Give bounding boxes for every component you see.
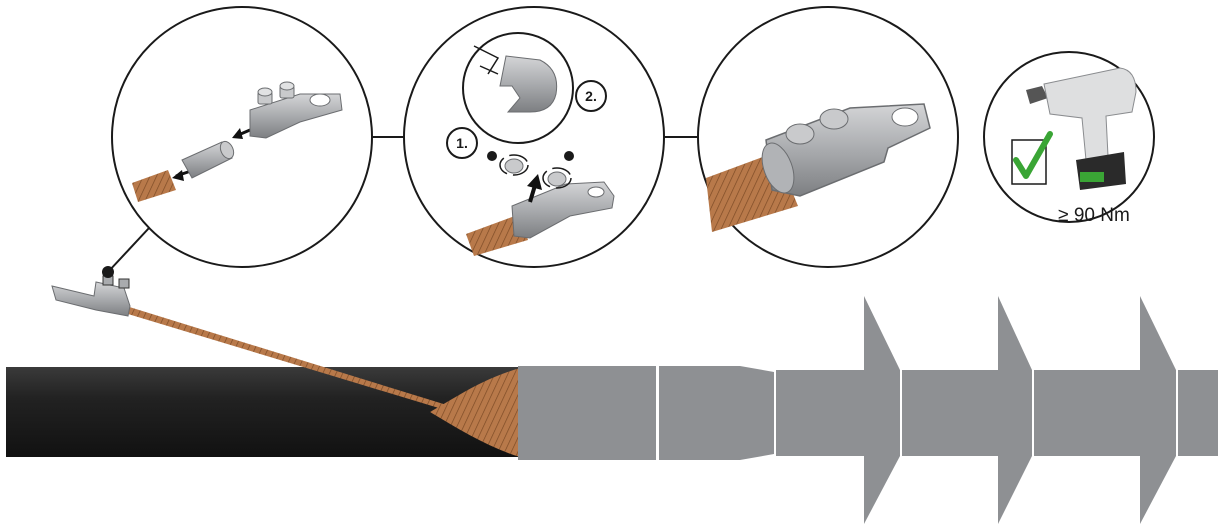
sleeve-segment-5	[1034, 370, 1140, 456]
step-3-circle	[698, 7, 958, 267]
step-2-circle: 1. 2.	[404, 7, 664, 267]
step-label-2: 2.	[585, 88, 597, 104]
step-label-1: 1.	[456, 135, 468, 151]
shed-2	[998, 296, 1032, 524]
sleeve-segment-2	[659, 366, 774, 460]
step-1-circle	[112, 7, 372, 267]
sleeve-segment-3	[776, 370, 864, 456]
callout-dot	[102, 266, 114, 278]
sleeve-segment-6	[1178, 370, 1218, 456]
torque-label: ≥ 90 Nm	[1058, 205, 1130, 226]
sleeve-segment-1	[518, 366, 656, 460]
checkmark-icon	[1012, 134, 1050, 184]
wrench-icon	[463, 33, 573, 143]
cable-lug-icon	[52, 276, 130, 316]
tool-panel: ≥ 90 Nm	[984, 52, 1154, 226]
shed-3	[1140, 296, 1176, 524]
cable-assembly	[6, 266, 1218, 524]
shed-1	[864, 296, 900, 524]
sleeve-segment-4	[902, 370, 998, 456]
